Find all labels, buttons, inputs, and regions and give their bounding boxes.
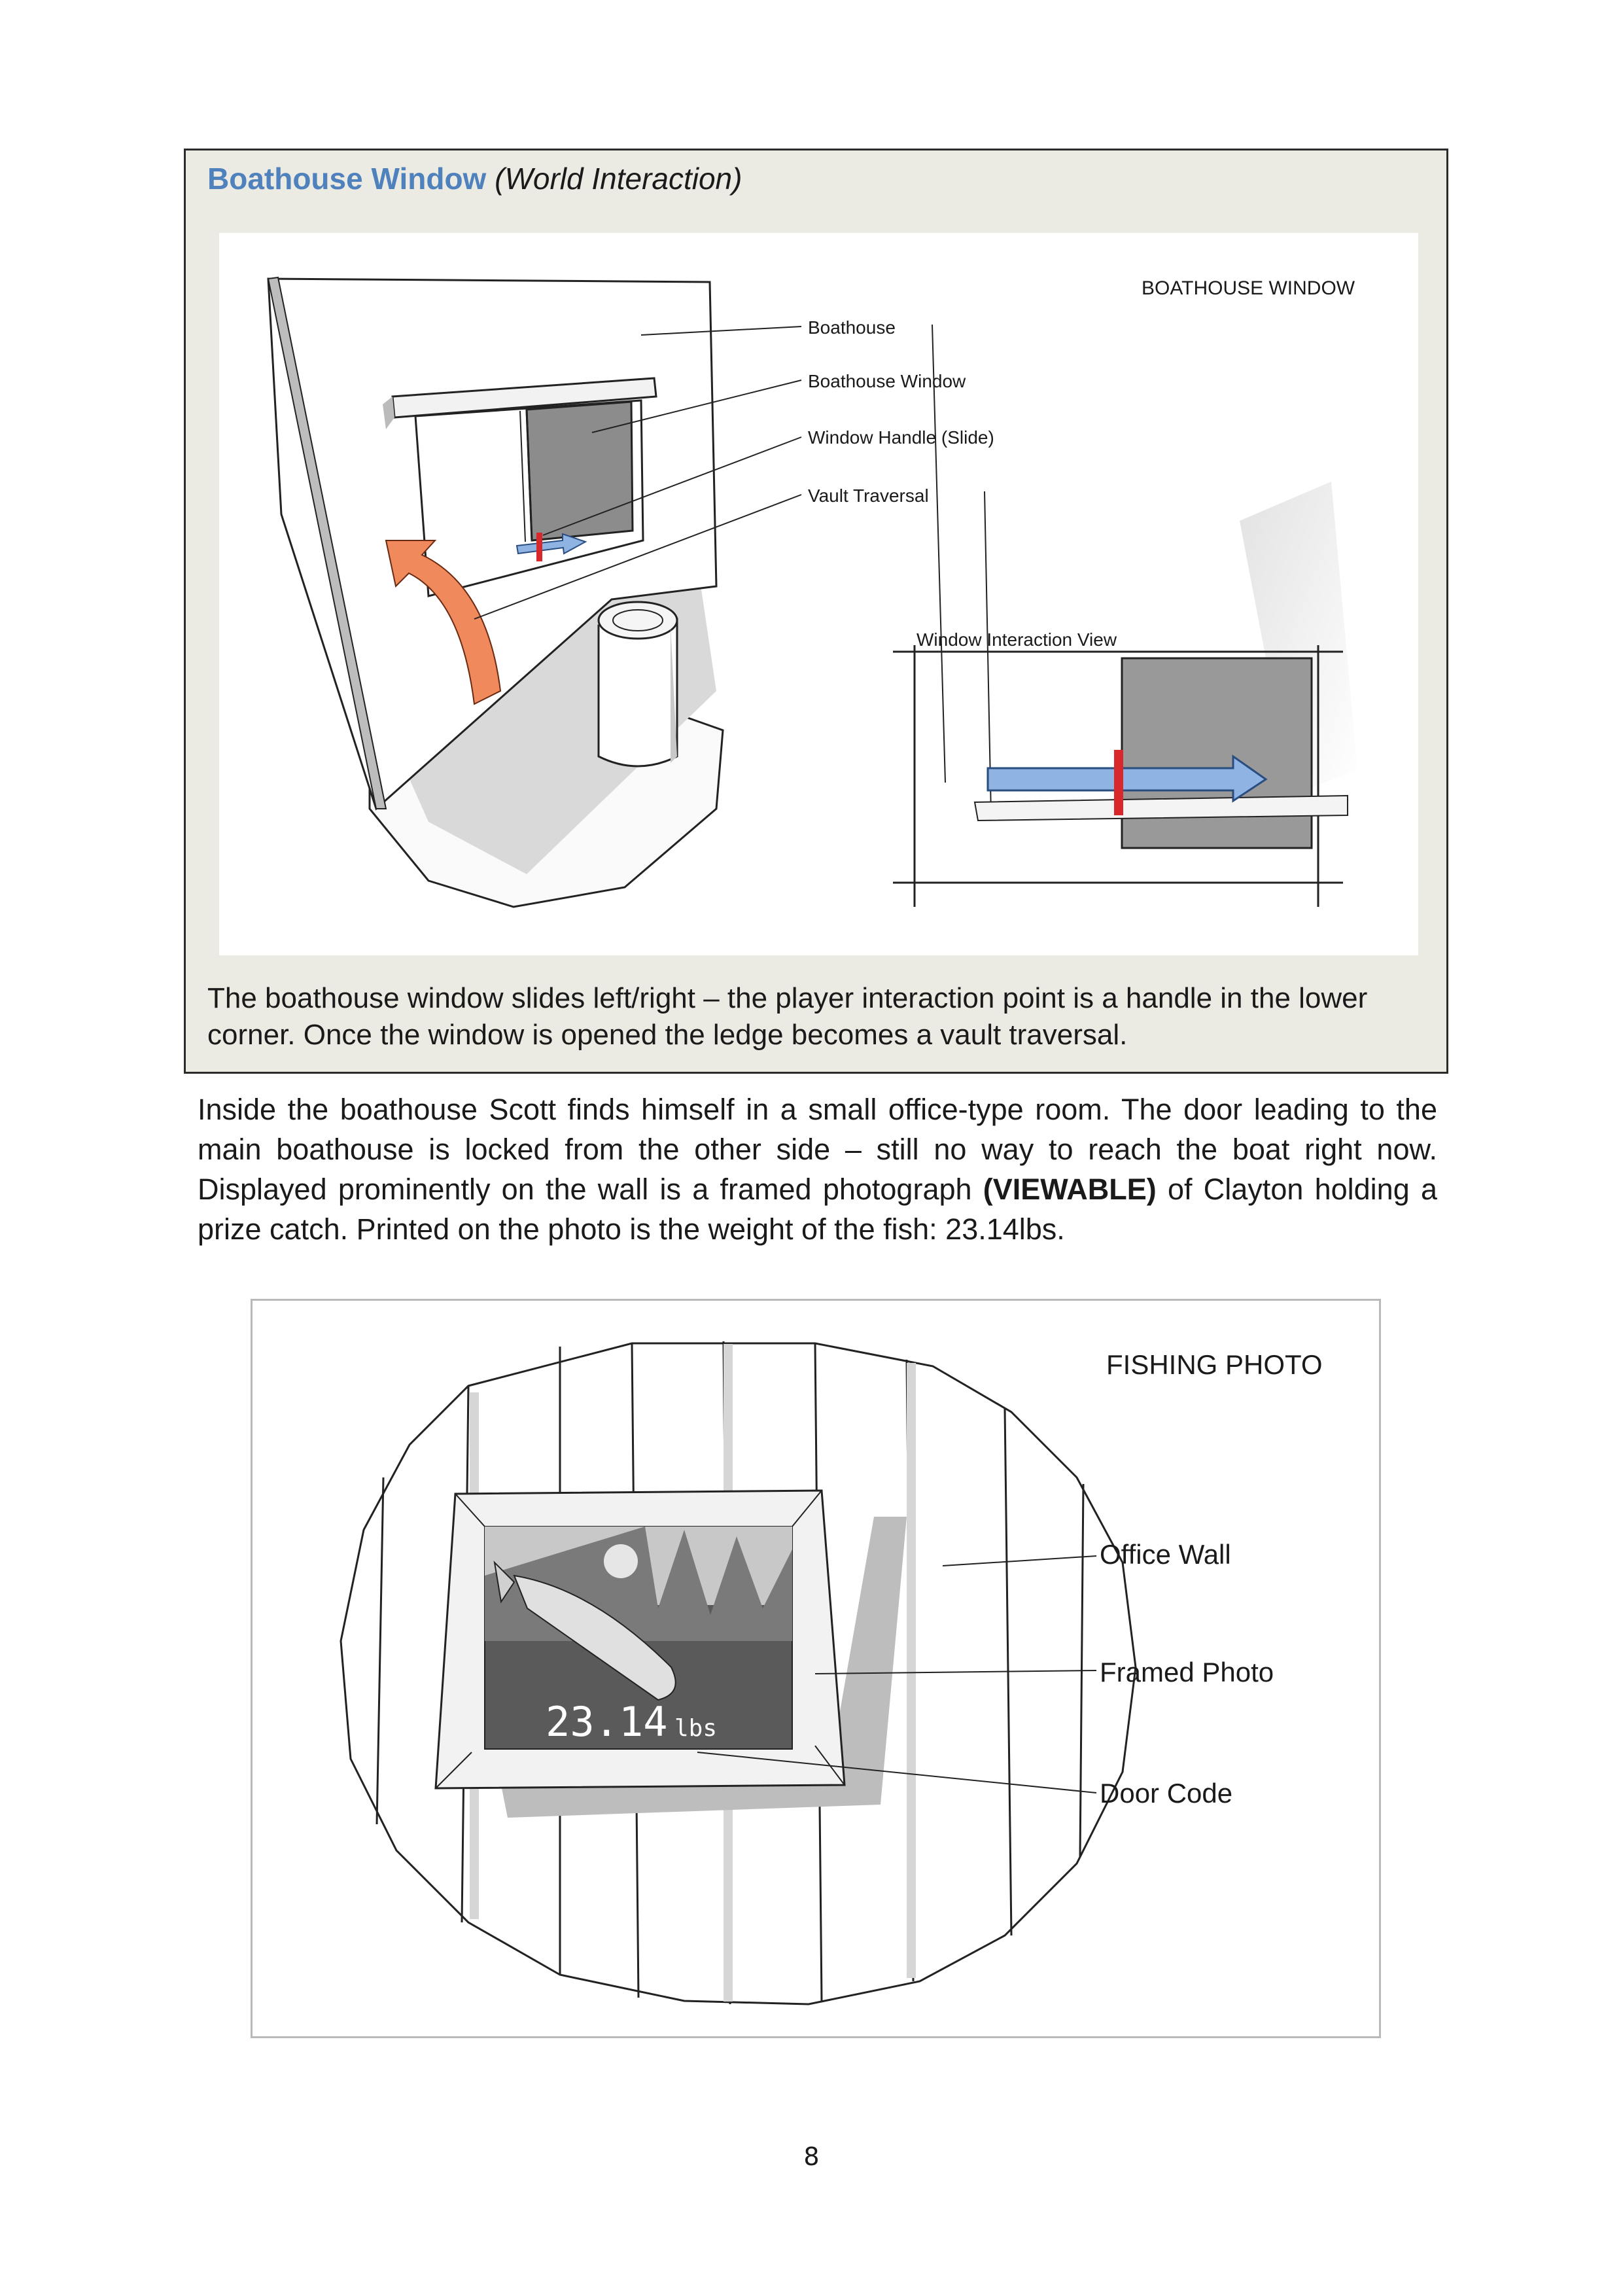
handle-large (1114, 750, 1123, 815)
callout-box: Boathouse Window (World Interaction) (184, 149, 1448, 1074)
photo-weight-unit: lbs (674, 1715, 717, 1742)
callout-title-tag: (World Interaction) (495, 162, 742, 196)
label-boathouse: Boathouse (808, 317, 896, 338)
label-window-handle: Window Handle (Slide) (808, 427, 994, 448)
label-boathouse-window: Boathouse Window (808, 371, 966, 391)
boathouse-window-figure: BOATHOUSE WINDOW Boathouse Boathouse Win… (219, 233, 1418, 955)
label-door-code: Door Code (1100, 1778, 1232, 1809)
callout-title-name: Boathouse Window (207, 162, 486, 196)
handle-small (536, 533, 542, 561)
window-interaction-view: Window Interaction View (893, 325, 1357, 907)
figure1-heading: BOATHOUSE WINDOW (1142, 277, 1355, 299)
fishing-photo-figure: 23.14 lbs FISHING PHOTO Office Wall Fram… (251, 1299, 1381, 2038)
callout-title: Boathouse Window (World Interaction) (207, 161, 742, 197)
barrel (599, 619, 677, 766)
label-vault-traversal: Vault Traversal (808, 486, 929, 506)
photo-weight-number: 23.14 (546, 1698, 668, 1746)
label-office-wall: Office Wall (1100, 1539, 1231, 1570)
callout-caption: The boathouse window slides left/right –… (207, 980, 1431, 1053)
window-glass (527, 402, 633, 540)
figure2-heading: FISHING PHOTO (1106, 1349, 1323, 1380)
fishing-photo-illustration: 23.14 lbs FISHING PHOTO Office Wall Fram… (253, 1301, 1379, 2036)
label-window-interaction-view: Window Interaction View (916, 629, 1117, 650)
label-framed-photo: Framed Photo (1100, 1657, 1274, 1687)
viewable-tag: (VIEWABLE) (983, 1173, 1157, 1206)
page-number: 8 (0, 2142, 1623, 2171)
boathouse-window-illustration: BOATHOUSE WINDOW Boathouse Boathouse Win… (219, 233, 1418, 955)
body-paragraph: Inside the boathouse Scott finds himself… (198, 1089, 1437, 1249)
